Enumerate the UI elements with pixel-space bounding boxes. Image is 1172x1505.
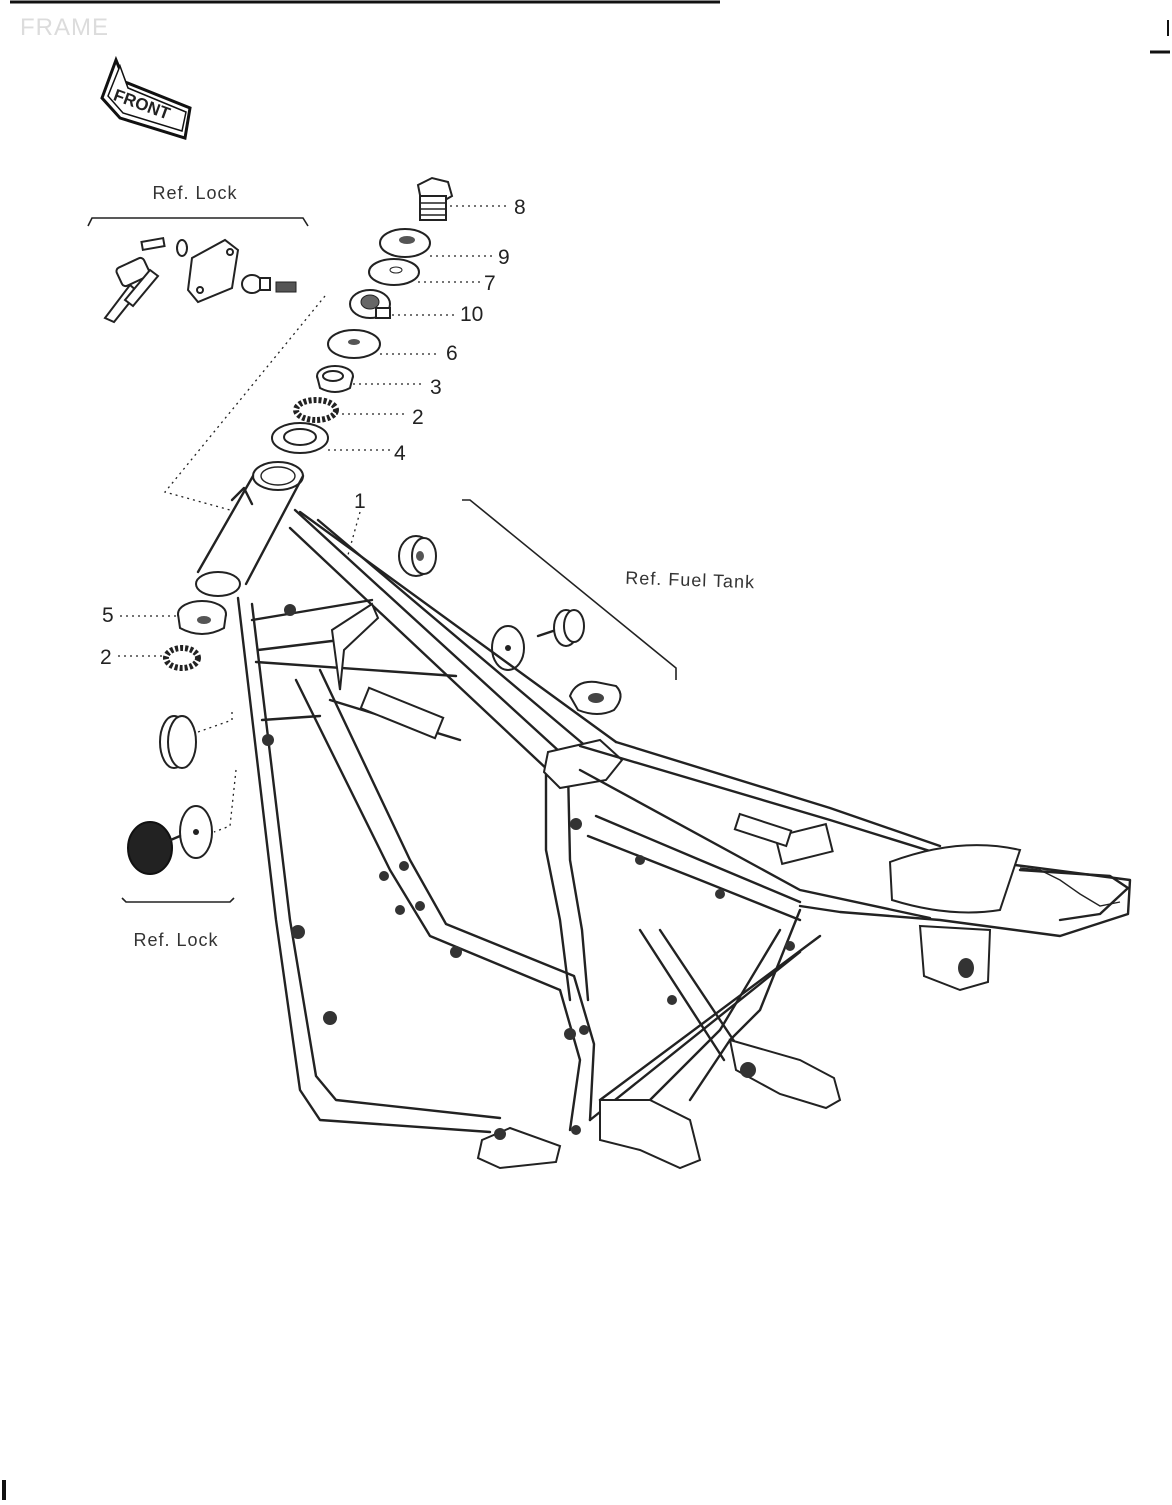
frame-cap-icon [159, 715, 197, 769]
callout-2-top: 2 [412, 406, 424, 429]
callout-5: 5 [102, 604, 114, 627]
callout-1: 1 [354, 490, 366, 513]
washer-6-icon [327, 329, 381, 359]
callout-8: 8 [514, 196, 526, 219]
ignition-key-icon [103, 236, 188, 324]
lock-plate-icon [186, 238, 240, 304]
stem-nut-10-icon [349, 289, 391, 319]
ref-lock-bottom-label: Ref. Lock [133, 930, 218, 950]
rear-fender-mount [888, 844, 1022, 914]
rear-bracket [918, 924, 992, 992]
bearing-cone-3-icon [316, 365, 354, 393]
callout-2-left: 2 [100, 646, 112, 669]
center-mount-plate [359, 686, 445, 740]
left-side-parts: Ref. Lock [121, 600, 237, 950]
callout-9: 9 [498, 246, 510, 269]
page-title: FRAME [20, 14, 109, 41]
front-arrow-badge: FRONT [100, 55, 192, 140]
callout-7: 7 [484, 272, 496, 295]
ball-bearing-2-icon [293, 397, 339, 423]
ref-lock-top-label: Ref. Lock [152, 183, 237, 203]
tank-rear-pad-icon [568, 680, 622, 715]
front-engine-mount [476, 1126, 562, 1170]
callout-6: 6 [446, 342, 458, 365]
side-gusset [330, 602, 380, 691]
fuel-tank-bracket [462, 499, 677, 680]
cap-leader-2 [213, 769, 237, 833]
lock-dashed-leader [163, 295, 326, 511]
bearing-race-4-icon [271, 422, 329, 454]
lock-cap-icon [127, 805, 213, 875]
ref-lock-top-group: Ref. Lock [87, 183, 326, 511]
callout-10: 10 [460, 303, 483, 326]
washer-9-icon [379, 228, 431, 258]
frame-bosses [262, 604, 795, 1135]
bearing-cone-5-icon [177, 600, 227, 635]
steering-stem-parts [271, 176, 454, 454]
ball-bearing-2-left-icon [163, 645, 201, 671]
washer-7-icon [368, 258, 420, 286]
ref-fuel-tank-label: Ref. Fuel Tank [625, 568, 755, 593]
ref-lock-top-bracket [87, 217, 309, 227]
cap-leader-1 [197, 712, 233, 733]
callout-4: 4 [394, 442, 406, 465]
stem-bolt-icon [416, 176, 454, 221]
tank-damper-icon [398, 535, 437, 577]
left-footpeg-bracket [599, 1099, 702, 1170]
lock-cylinder-icon [241, 274, 297, 294]
motorcycle-frame [195, 461, 1132, 1170]
tank-bolt-grommet-icon [536, 609, 585, 647]
callout-3: 3 [430, 376, 442, 399]
ref-lock-bottom-bracket [121, 897, 235, 903]
